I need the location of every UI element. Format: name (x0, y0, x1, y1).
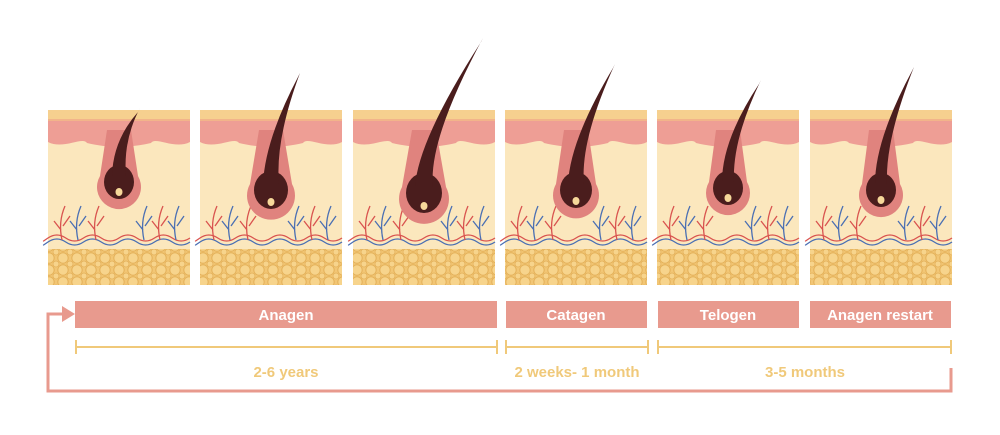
skin-panel-telogen (651, 80, 800, 285)
duration-label-telogen-restart: 3-5 months (765, 364, 845, 381)
blood-vessels (804, 205, 953, 246)
hair-follicle (859, 67, 914, 218)
duration-label-catagen: 2 weeks- 1 month (514, 364, 639, 381)
hair-follicle (553, 64, 615, 219)
skin-panel-anagen-early (42, 108, 191, 285)
duration-line-anagen (75, 340, 498, 354)
phase-label-anagen-restart: Anagen restart (827, 307, 933, 324)
blood-vessels (42, 205, 191, 246)
blood-vessels (651, 205, 800, 246)
skin-panel-anagen-restart (804, 67, 953, 285)
phase-bar-telogen: Telogen (658, 301, 799, 328)
hair-follicle (706, 80, 761, 216)
phase-label-telogen: Telogen (700, 307, 756, 324)
cycle-return-arrow (46, 306, 953, 393)
blood-vessels (499, 205, 648, 246)
phase-bar-anagen: Anagen (75, 301, 497, 328)
duration-line-catagen (505, 340, 649, 354)
phase-label-catagen: Catagen (546, 307, 605, 324)
blood-vessels (194, 205, 343, 246)
hair-follicle (398, 38, 483, 224)
phase-label-anagen: Anagen (258, 307, 313, 324)
duration-line-telogen-restart (657, 340, 952, 354)
arrow-head-icon (62, 306, 75, 322)
phase-bar-catagen: Catagen (506, 301, 647, 328)
duration-label-anagen: 2-6 years (253, 364, 318, 381)
skin-panel-anagen-late (347, 38, 496, 285)
phase-bar-anagen-restart: Anagen restart (810, 301, 951, 328)
skin-panel-anagen-mid (194, 73, 343, 285)
skin-panels (42, 38, 953, 285)
skin-panel-catagen (499, 64, 648, 285)
hair-follicle (247, 73, 300, 220)
hair-follicle (97, 108, 141, 210)
